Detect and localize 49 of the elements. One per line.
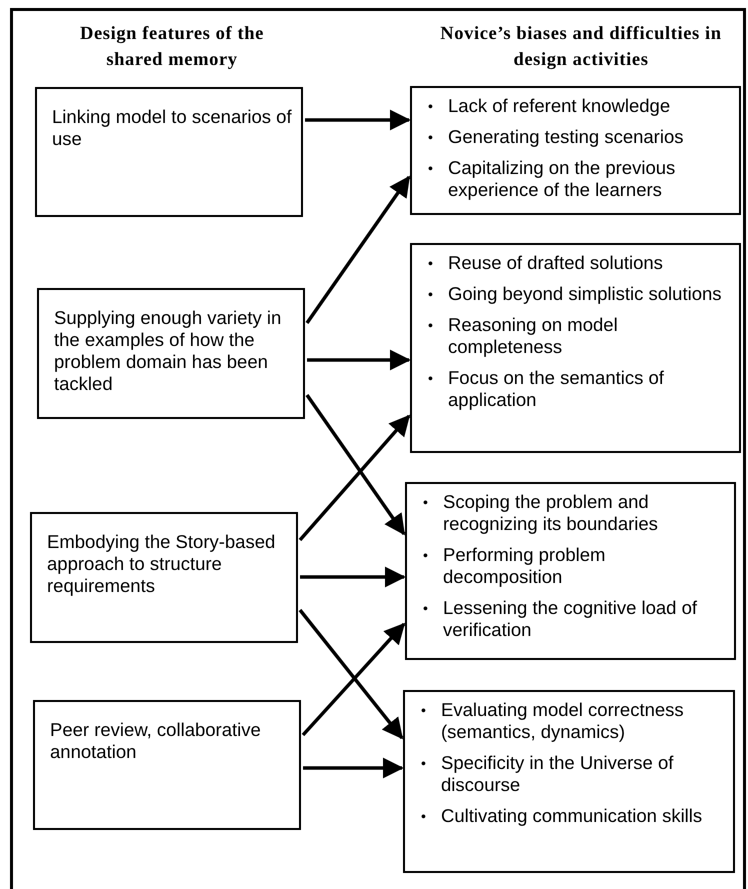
bullet-text: Performing problem decomposition <box>443 544 606 588</box>
bullet-text: Reuse of drafted solutions <box>448 252 664 274</box>
bullet-marker: • <box>421 754 427 773</box>
arrow <box>303 758 404 778</box>
bullet-text: Generating testing scenarios <box>448 126 684 148</box>
bullet-marker: • <box>428 369 434 388</box>
bullet-marker: • <box>423 546 429 565</box>
feature-text: Peer review, collaborative annotation <box>50 719 262 763</box>
difficulty-box <box>405 482 736 660</box>
arrow <box>307 350 411 370</box>
bullet-marker: • <box>428 285 434 304</box>
feature-box <box>33 700 301 830</box>
bullet-marker: • <box>428 316 434 335</box>
feature-box <box>30 512 298 643</box>
bullet-marker: • <box>428 254 434 273</box>
bullet-text: Focus on the semantics of application <box>448 367 665 411</box>
bullet-marker: • <box>428 128 434 147</box>
arrow <box>306 176 410 324</box>
bullet-text: Specificity in the Universe of discourse <box>441 752 674 796</box>
arrow <box>306 394 406 536</box>
bullet-marker: • <box>423 493 429 512</box>
bullet-marker: • <box>428 97 434 116</box>
difficulty-box <box>410 86 741 215</box>
bullet-marker: • <box>421 807 427 826</box>
difficulty-box <box>403 690 735 873</box>
bullet-text: Evaluating model correctness (semantics, dynamics) <box>441 699 685 743</box>
arrow <box>302 622 406 736</box>
feature-text: Supplying enough variety in the examples of how the problem domain has been tackled <box>54 307 282 395</box>
bullet-text: Lack of referent knowledge <box>448 95 672 117</box>
bullet-text: Lessening the cognitive load of verification <box>443 597 698 641</box>
feature-text: Linking model to scenarios of use <box>52 106 293 150</box>
feature-box <box>35 87 303 217</box>
feature-text: Embodying the Story-based approach to structure requirements <box>47 531 276 597</box>
bullet-text: Reasoning on model completeness <box>448 314 619 358</box>
bullet-text: Scoping the problem and recognizing its boundaries <box>443 491 659 535</box>
feature-box <box>37 288 305 419</box>
bullet-text: Cultivating communication skills <box>441 805 704 827</box>
bullet-text: Going beyond simplistic solutions <box>448 283 723 305</box>
arrow <box>305 110 411 130</box>
bullet-marker: • <box>423 599 429 618</box>
arrow <box>300 566 406 588</box>
bullet-marker: • <box>428 159 434 178</box>
arrow <box>298 608 404 740</box>
bullet-marker: • <box>421 701 427 720</box>
column-heading: Novice’s biases and difficulties in design activities <box>439 23 723 72</box>
arrow <box>298 414 410 542</box>
bullet-text: Capitalizing on the previous experience of the learners <box>448 157 676 201</box>
difficulty-box <box>410 243 741 453</box>
column-heading: Design features of the shared memory <box>79 23 265 72</box>
